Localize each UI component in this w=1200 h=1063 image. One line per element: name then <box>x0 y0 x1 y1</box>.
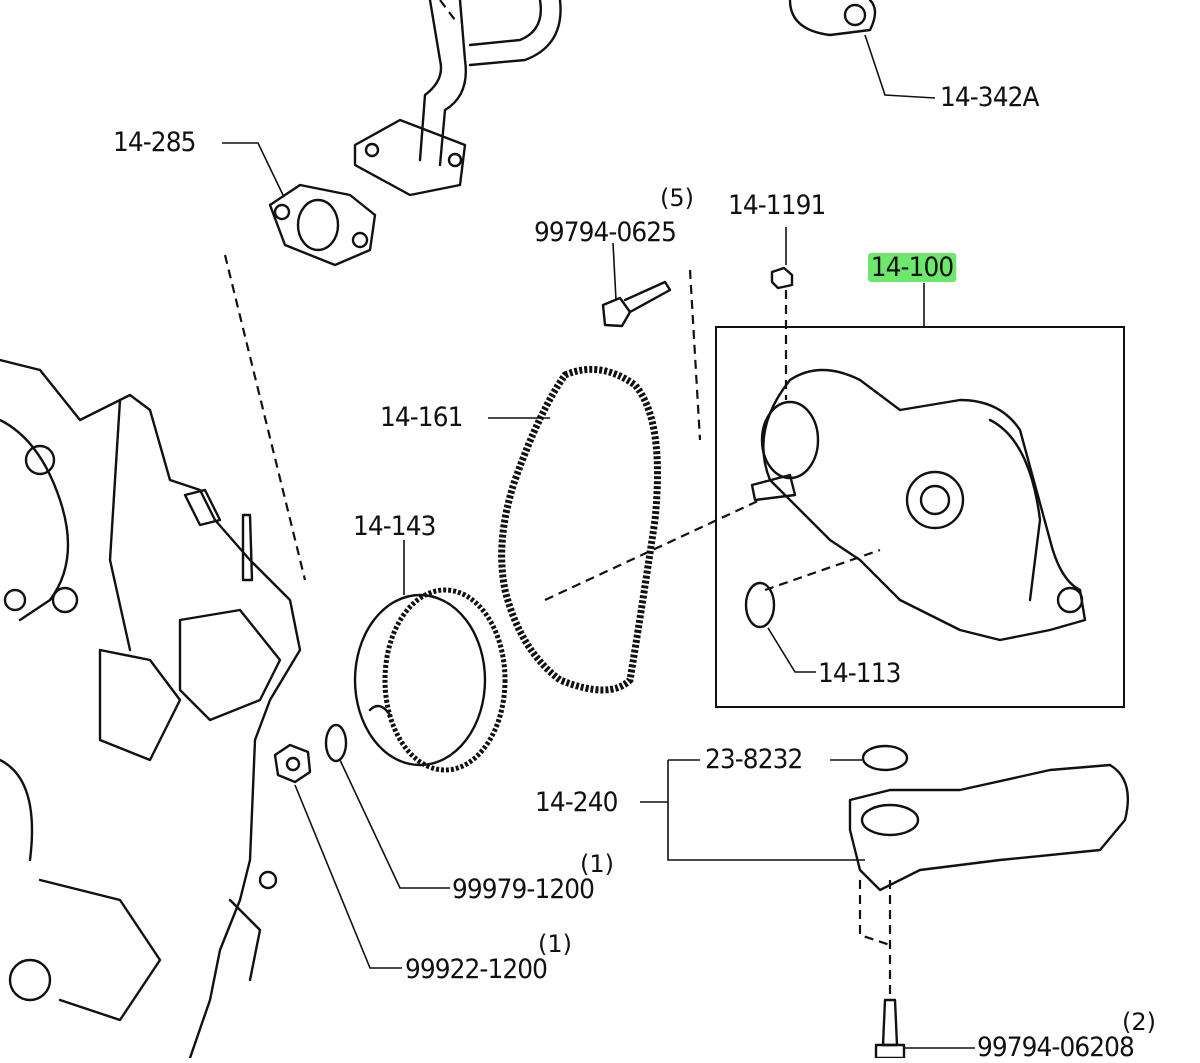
part-label-99794-06208[interactable]: 99794-06208 <box>977 1032 1135 1063</box>
part-label-14-342A[interactable]: 14-342A <box>940 82 1039 113</box>
qty-99794-06208: (2) <box>1122 1008 1156 1036</box>
bolt-99794-0625-drawing <box>601 242 702 441</box>
part-label-99979-1200[interactable]: 99979-1200 <box>452 874 595 905</box>
part-label-14-100-highlighted[interactable]: 14-100 <box>868 253 956 282</box>
nut-washer-drawing <box>273 723 450 969</box>
pin-14-1191-drawing <box>770 227 794 400</box>
part-label-14-143[interactable]: 14-143 <box>353 511 436 542</box>
part-label-99922-1200[interactable]: 99922-1200 <box>405 954 548 985</box>
oil-strainer-14-240-drawing <box>640 744 1129 1058</box>
part-label-14-113[interactable]: 14-113 <box>818 658 901 689</box>
part-label-23-8232[interactable]: 23-8232 <box>705 744 803 775</box>
qty-99922-1200: (1) <box>538 930 572 958</box>
gasket-14-342A-drawing <box>788 0 936 99</box>
part-label-14-1191[interactable]: 14-1191 <box>728 190 826 221</box>
chain-14-161-drawing <box>488 365 761 694</box>
oil-pump-14-100-drawing <box>715 283 1125 708</box>
qty-99979-1200: (1) <box>580 850 614 878</box>
qty-99794-0625: (5) <box>660 184 694 212</box>
gasket-14-285-drawing <box>222 142 377 581</box>
part-label-99794-0625[interactable]: 99794-0625 <box>534 217 677 248</box>
part-label-14-285[interactable]: 14-285 <box>113 127 196 158</box>
part-label-14-161[interactable]: 14-161 <box>380 402 463 433</box>
engine-block-drawing <box>0 358 302 1058</box>
sprocket-14-143-drawing <box>353 540 508 773</box>
oil-pipe-drawing <box>353 0 562 197</box>
part-label-14-240[interactable]: 14-240 <box>535 787 618 818</box>
